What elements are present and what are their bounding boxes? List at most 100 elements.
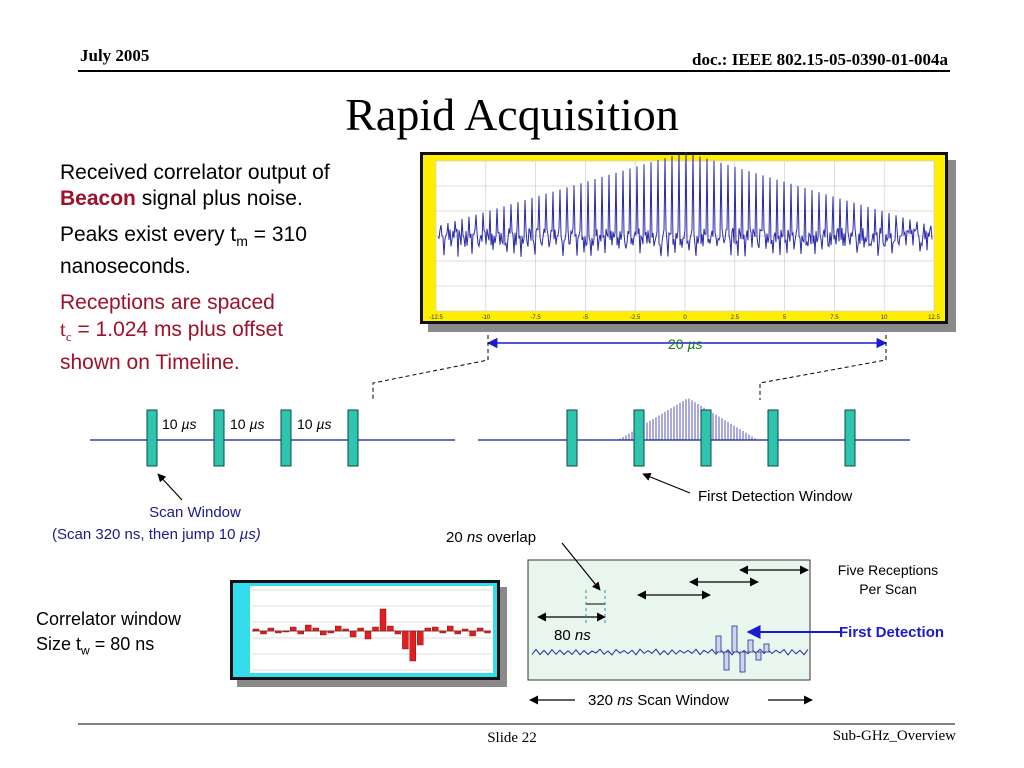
scan-window-detail: (Scan 320 ns, then jump 10 µs) (52, 526, 261, 543)
detection-spike (739, 651, 746, 673)
first-detection-window-arrow (642, 472, 691, 494)
scan-window-6 (633, 409, 645, 467)
scope-tick-label: 12.5 (928, 315, 940, 321)
correlator-label-line1: Correlator window (36, 609, 182, 629)
scope-tick-label: 2.5 (731, 315, 740, 321)
scan-window-8 (767, 409, 779, 467)
correlator-bar (379, 608, 387, 632)
correlator-bar (409, 630, 416, 662)
header-doc-id: doc.: IEEE 802.15-05-0390-01-004a (692, 50, 948, 69)
p1-rest: signal plus noise. (135, 187, 303, 210)
scope-tick-label: -2.5 (630, 315, 641, 321)
correlator-bar (290, 626, 297, 632)
correlator-plot-area (250, 586, 493, 673)
correlator-bar (267, 627, 275, 632)
correlator-panel (230, 580, 507, 687)
left-text-block: Received correlator output of Beacon sig… (60, 160, 420, 376)
timeline-right (478, 398, 910, 494)
detection-spike (755, 651, 762, 661)
correlator-bar (320, 630, 327, 636)
correlator-bar (439, 630, 446, 634)
scan-detail-box (527, 559, 811, 681)
correlator-bar (312, 627, 319, 632)
footer-doc-name: Sub-GHz_Overview (832, 728, 956, 744)
correlator-label-line2: Size tw = 80 ns (36, 634, 155, 658)
header-rule (78, 70, 950, 72)
timeline-left: 10 µs 10 µs 10 µs (90, 409, 455, 501)
correlator-bar (260, 630, 267, 635)
scope-tick-label: 7.5 (830, 315, 839, 321)
detection-spikes (715, 625, 770, 673)
correlator-bar (327, 630, 334, 634)
scan-noise-trace (531, 648, 809, 656)
p2-post: = 310 (247, 223, 307, 246)
correlator-bar (402, 630, 409, 650)
p2-sub: m (236, 233, 248, 250)
interval-label-2: 10 µs (230, 416, 265, 432)
scope-signal-trace (437, 152, 933, 257)
first-detection-label: First Detection (839, 624, 945, 641)
five-receptions-label: Five Receptions Per Scan (837, 562, 939, 597)
scan-window-title: Scan Window (149, 504, 241, 521)
correlator-bar (275, 630, 282, 634)
correlator-bar (469, 630, 476, 637)
correlator-bar (372, 626, 379, 632)
scope-tick-label: 5 (783, 315, 787, 321)
scan-window-7 (700, 409, 712, 467)
scan-window-9 (844, 409, 856, 467)
scope-tick-label: 0 (683, 315, 687, 321)
p3-line3: shown on Timeline. (60, 351, 240, 375)
span-label: 20 µs (668, 336, 703, 352)
header-date: July 2005 (80, 46, 150, 65)
correlator-bar (305, 624, 312, 632)
correlator-bar (447, 625, 454, 632)
detection-spike (715, 635, 722, 653)
correlator-bar (417, 630, 424, 646)
overlap-label: 20 ns overlap (446, 529, 537, 546)
correlator-bar (297, 630, 304, 635)
beacon-word: Beacon (60, 187, 136, 210)
zoom-line-right (759, 335, 887, 400)
correlator-bar (424, 627, 431, 632)
correlator-width-label: 80 ns (554, 627, 591, 644)
scan-window-1 (146, 409, 158, 467)
overlap-pointer (561, 542, 601, 591)
scan-window-length-label: 320 ns Scan Window (588, 692, 729, 709)
footer-slide-number: Slide 22 (487, 730, 537, 746)
correlator-bar (335, 625, 342, 632)
correlator-bar (282, 630, 290, 633)
correlator-bar (342, 628, 349, 632)
p3-sub: c (65, 329, 72, 345)
detection-spike (747, 639, 754, 653)
detection-spike (731, 625, 738, 653)
correlator-bar (394, 630, 402, 635)
detection-spike (723, 651, 730, 671)
scan-window-arrow (157, 473, 183, 501)
scope-tick-label: 10 (881, 315, 888, 321)
p1-line2: Beacon signal plus noise. (60, 186, 420, 212)
scan-window-3 (280, 409, 292, 467)
p3-line1: Receptions are spaced (60, 291, 275, 315)
correlator-bar (357, 627, 364, 632)
correlator-bar (461, 628, 469, 632)
interval-label-1: 10 µs (162, 416, 197, 432)
correlator-bar (387, 625, 394, 632)
zoom-line-left (372, 335, 489, 400)
scope-tick-label: -10 (481, 315, 490, 321)
scope-tick-label: -7.5 (530, 315, 541, 321)
p3-pre: t (60, 317, 66, 342)
p2-pre: Peaks exist every t (60, 223, 237, 246)
detection-spike (763, 643, 770, 653)
correlator-bar (349, 630, 357, 638)
interval-label-3: 10 µs (297, 416, 332, 432)
scan-detail-panel (527, 542, 840, 705)
correlator-bars (252, 589, 491, 671)
p3-line2: tc = 1.024 ms plus offset (60, 316, 420, 350)
scan-window-5 (566, 409, 578, 467)
correlator-bar (484, 630, 491, 634)
correlator-bar (252, 628, 260, 632)
scope-tick-label: -5 (583, 315, 589, 321)
